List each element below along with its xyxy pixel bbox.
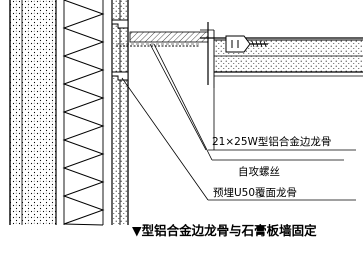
screw-icon: [116, 35, 268, 53]
wall-section: [9, 0, 129, 226]
label-trim-profile: 21×25W型铝合金边龙骨: [212, 135, 331, 148]
gypsum-board-1: [112, 0, 120, 225]
drawing-caption: ▼型铝合金边龙骨与石膏板墙固定: [132, 223, 317, 238]
edge-trim-profile: [111, 19, 209, 81]
label-tapping-screw: 自攻螺丝: [238, 165, 280, 178]
insulation-layer: [62, 0, 105, 226]
label-keel: 预埋U50覆面龙骨: [213, 186, 297, 199]
leader-lines: [121, 43, 356, 201]
concrete-layer: [10, 0, 56, 225]
ceiling-board: [200, 22, 363, 88]
gypsum-board-2: [120, 0, 128, 225]
